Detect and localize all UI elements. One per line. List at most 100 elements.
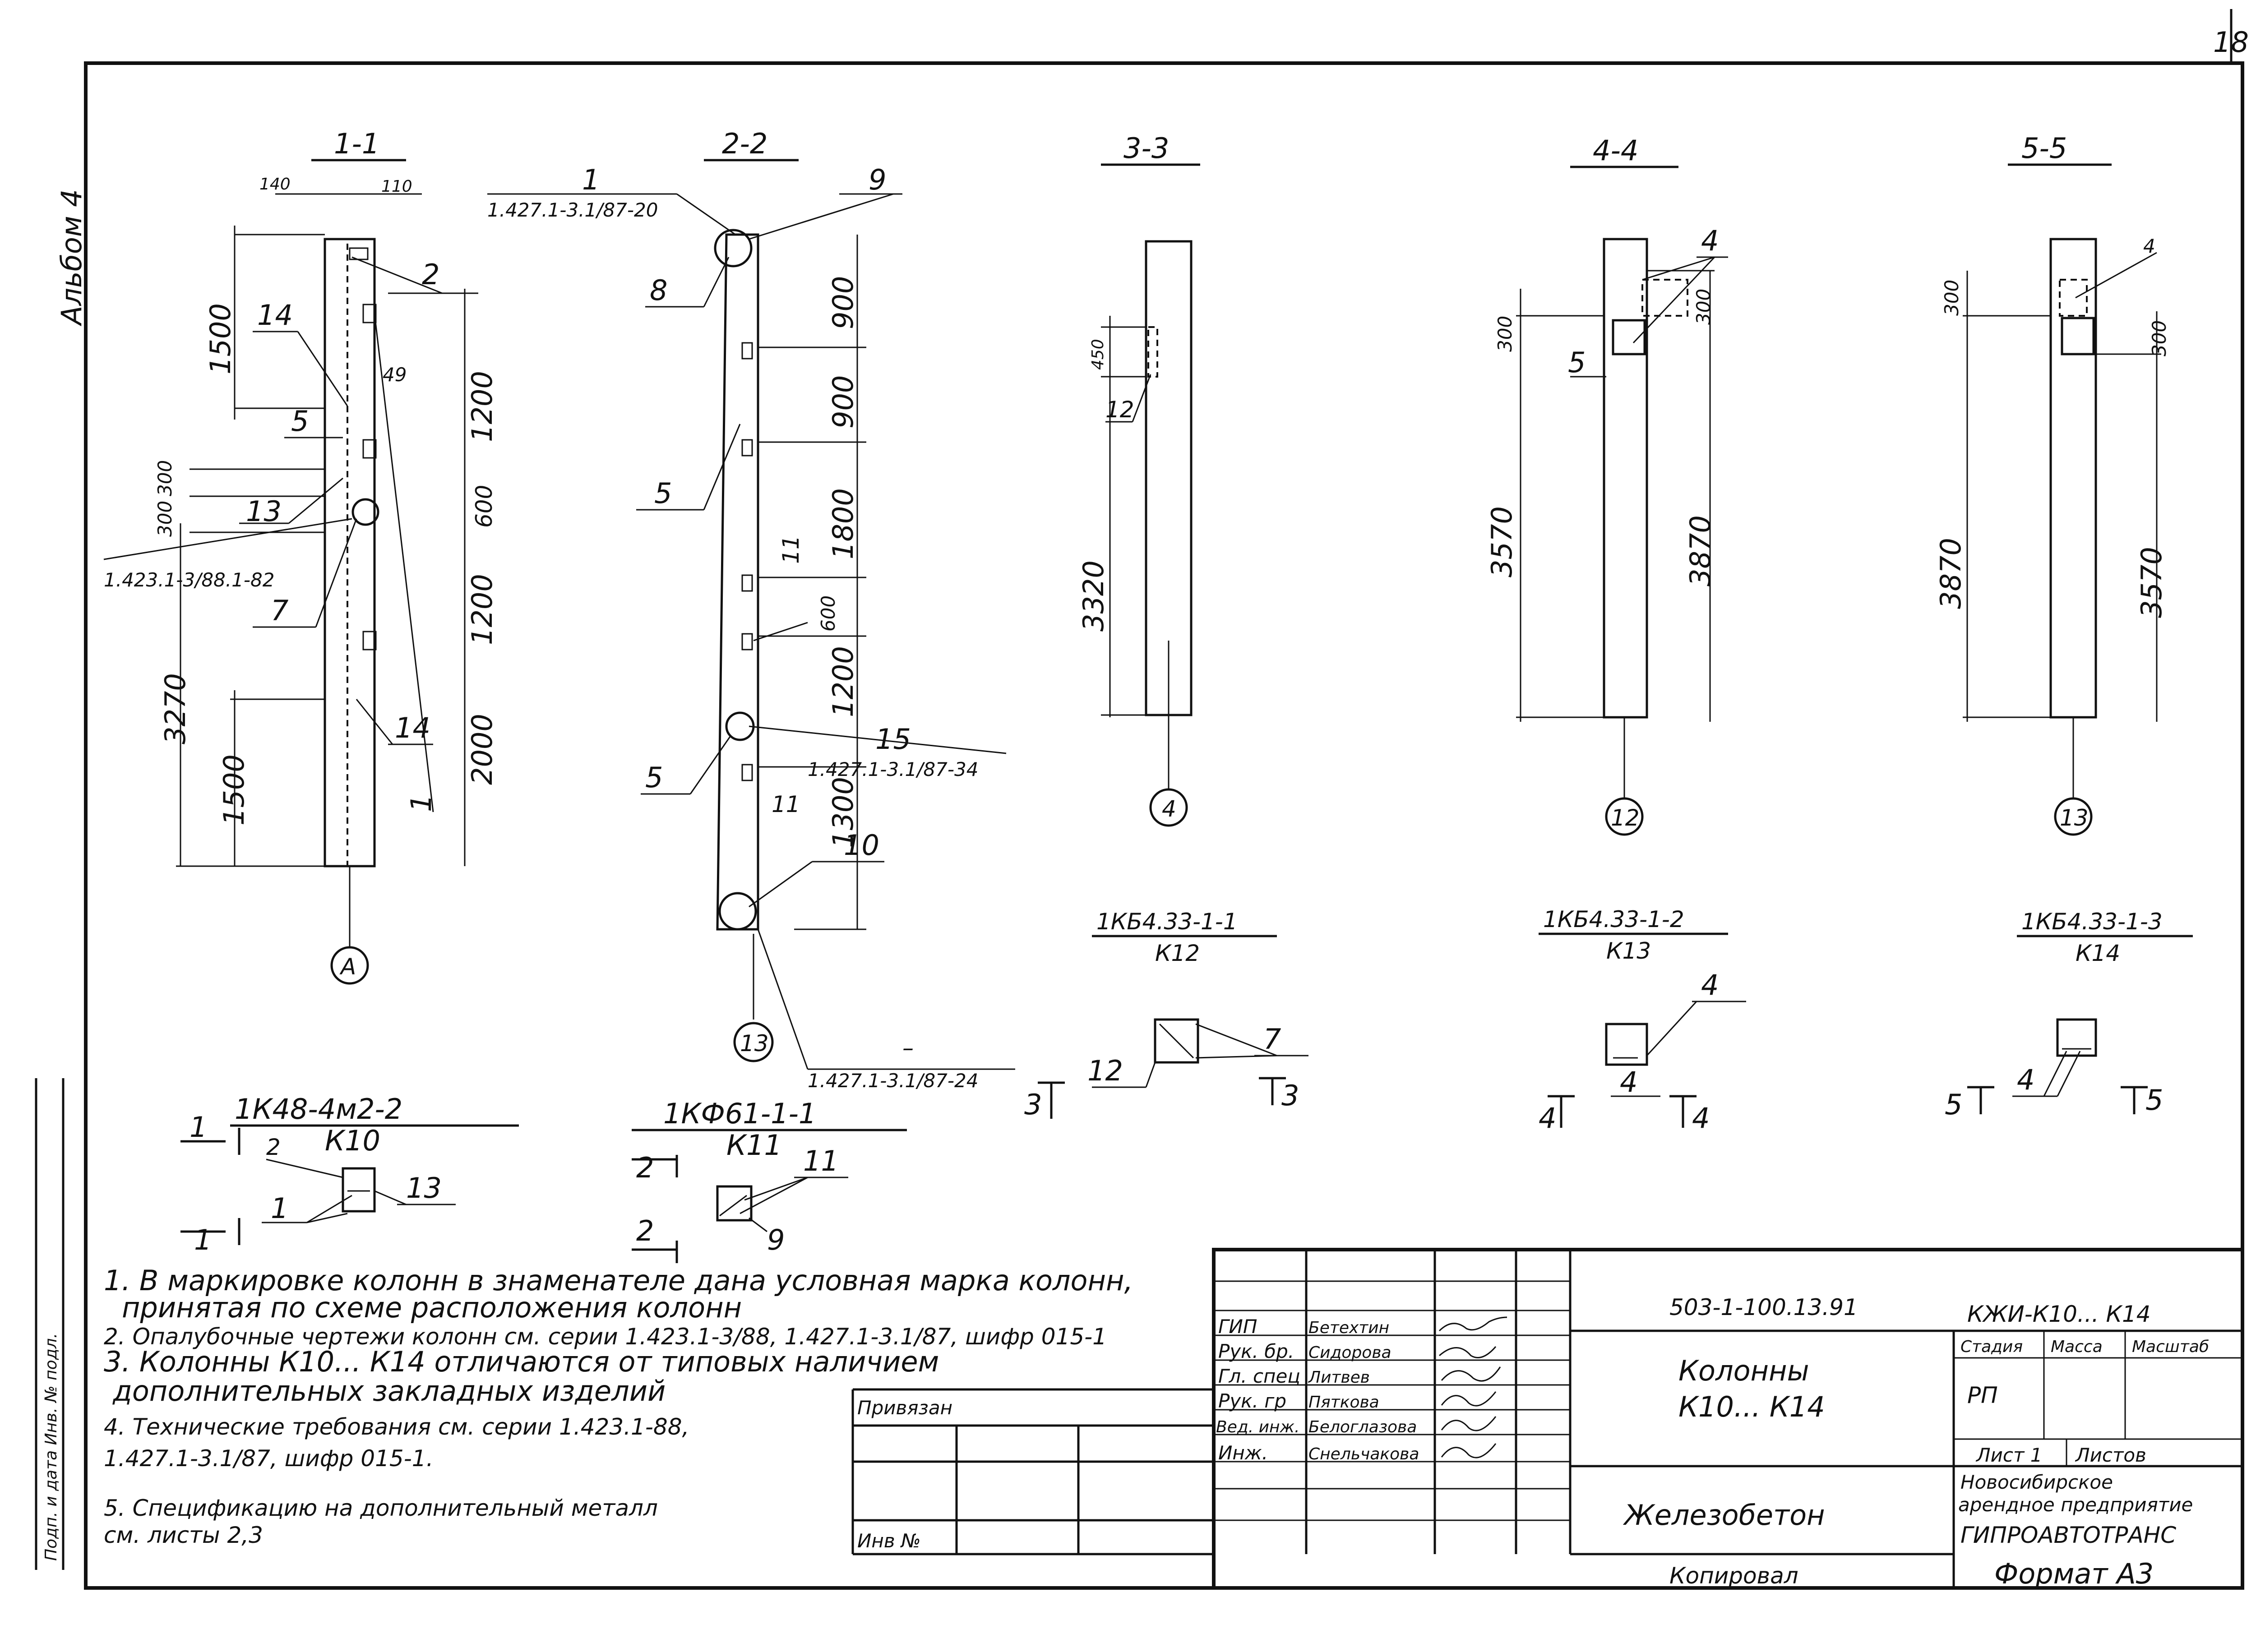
role: Гл. спец [1218, 1365, 1300, 1387]
section-4-4: 4-4 4 5 300 300 3570 3870 12 [1485, 134, 1728, 836]
leader-11 [744, 1177, 808, 1201]
section-title: 2-2 [722, 127, 767, 160]
mark-number: 1КБ4.33-1-1 [1096, 909, 1238, 935]
section-title: 5-5 [2021, 132, 2067, 165]
axis-label-13: 13 [740, 1030, 769, 1057]
leader-4 [1642, 256, 1715, 281]
tag-1: 1 [582, 163, 600, 196]
leader-4 [2043, 1051, 2067, 1097]
stage: РП [1967, 1382, 1998, 1408]
note-line: принятая по схеме расположения колонн [122, 1291, 742, 1324]
leader-4 [1632, 256, 1715, 344]
leader-12 [1132, 374, 1151, 422]
role: Рук. бр. [1218, 1340, 1294, 1362]
dim-3270: 3270 [159, 673, 192, 744]
section-2-2: 2-2 1 1.427.1-3.1/87-20 9 8 900 900 1800… [487, 127, 1015, 1092]
leader-shelf [749, 725, 1007, 754]
cut-label-top: 2 [636, 1151, 654, 1184]
note-line: 1.427.1-3.1/87, шифр 015-1. [104, 1445, 433, 1472]
axis-label-4: 4 [1162, 796, 1176, 822]
tag-9: 9 [767, 1223, 785, 1256]
title-block: Привязан Инв № ГИП Рук. бр. Гл. спец Рук… [851, 1248, 2244, 1590]
tag-11-bottom: 11 [772, 791, 800, 817]
album-label: Альбом 4 [55, 189, 88, 327]
leader-10 [749, 861, 813, 908]
org-line-3: ГИПРОАВТОТРАНС [1960, 1522, 2176, 1548]
mark-k10: 1К48-4м2-2 К10 1 2 13 1 1 [180, 1093, 519, 1256]
cross-section [2056, 1018, 2097, 1057]
stamp-outline [1212, 1248, 2244, 1590]
tag-4: 4 [1701, 224, 1719, 257]
title-line-2: К10... К14 [1678, 1390, 1825, 1423]
mark-name: К10 [325, 1124, 380, 1157]
section-title: 3-3 [1123, 132, 1169, 165]
tag-9: 9 [869, 163, 886, 196]
detail-circle [351, 498, 379, 526]
dim-49: 49 [383, 364, 407, 386]
dim-300-b: 300 [154, 501, 176, 537]
name: Бетехтин [1308, 1319, 1389, 1337]
tag-4-bottom: 4 [1620, 1066, 1637, 1098]
sheets-label: Листов [2075, 1444, 2146, 1466]
mark-number: 1КБ4.33-1-3 [2021, 909, 2163, 935]
sheet-code: КЖИ-К10... К14 [1967, 1301, 2151, 1327]
format-label: Формат А3 [1994, 1557, 2154, 1590]
leader-13 [374, 1190, 407, 1205]
copied-label: Копировал [1669, 1563, 1798, 1589]
tag-7: 7 [271, 594, 288, 627]
dim-1500-top: 1500 [204, 303, 237, 374]
axis-label-a: A [339, 954, 356, 980]
signature [1441, 1391, 1497, 1407]
dim-3320: 3320 [1077, 560, 1110, 632]
sheet-label: Лист 1 [1975, 1444, 2043, 1466]
leader-2 [266, 1158, 343, 1178]
inv-label: Инв № [857, 1530, 921, 1552]
axis-label-12: 12 [1611, 805, 1640, 831]
dim-1200: 1200 [827, 646, 860, 717]
signature [1441, 1416, 1497, 1431]
embed-plate-hidden [2059, 279, 2088, 317]
leader-4 [2057, 1051, 2081, 1097]
name: Литвев [1308, 1368, 1370, 1387]
mark-number: 1КБ4.33-1-2 [1543, 906, 1684, 932]
mark-name: К11 [726, 1129, 782, 1162]
cross-section [1605, 1023, 1648, 1066]
leader-7 [1195, 1023, 1277, 1057]
role: ГИП [1218, 1315, 1257, 1338]
embed-plate [1612, 319, 1646, 355]
mark-k11: 1КФ61-1-1 К11 2 11 9 2 [632, 1097, 907, 1263]
leader-11 [753, 622, 808, 641]
dim-1800: 1800 [827, 488, 860, 559]
leader-9 [749, 193, 894, 240]
material: Железобетон [1623, 1499, 1825, 1532]
tag-15: 15 [875, 723, 911, 756]
mark-number: 1К48-4м2-2 [235, 1093, 402, 1126]
dim-3870: 3870 [1934, 538, 1967, 609]
signature [1438, 1316, 1507, 1332]
dim-1500-bottom: 1500 [217, 754, 250, 826]
tag-8: 8 [650, 274, 667, 307]
dim-300-a: 300 [154, 460, 176, 496]
dim-3870: 3870 [1684, 515, 1717, 586]
leader-11 [740, 1177, 808, 1214]
role: Инж. [1218, 1442, 1268, 1464]
tag-1: 1 [405, 794, 438, 812]
tag-12: 12 [1087, 1054, 1123, 1087]
leader-1 [306, 1213, 348, 1223]
dim-3570: 3570 [2135, 547, 2168, 618]
axis-bubble-a [330, 946, 369, 985]
dim-300-right: 300 [2148, 320, 2170, 356]
dim-110: 110 [381, 177, 412, 196]
ref-bottom: 1.427.1-3.1/87-24 [808, 1070, 978, 1092]
dim-2000: 2000 [466, 714, 499, 785]
cut-label-left: 3 [1024, 1088, 1042, 1121]
section-5-5: 5-5 4 300 300 3870 3570 13 [1934, 132, 2170, 836]
dim-1200-a: 1200 [466, 371, 499, 442]
column-outline [324, 238, 376, 868]
tag-13: 13 [406, 1172, 442, 1204]
axis-bubble-4 [1149, 788, 1188, 827]
title-line-1: Колонны [1678, 1354, 1809, 1387]
leader-1 [374, 313, 434, 812]
cross-diag [719, 1195, 747, 1217]
